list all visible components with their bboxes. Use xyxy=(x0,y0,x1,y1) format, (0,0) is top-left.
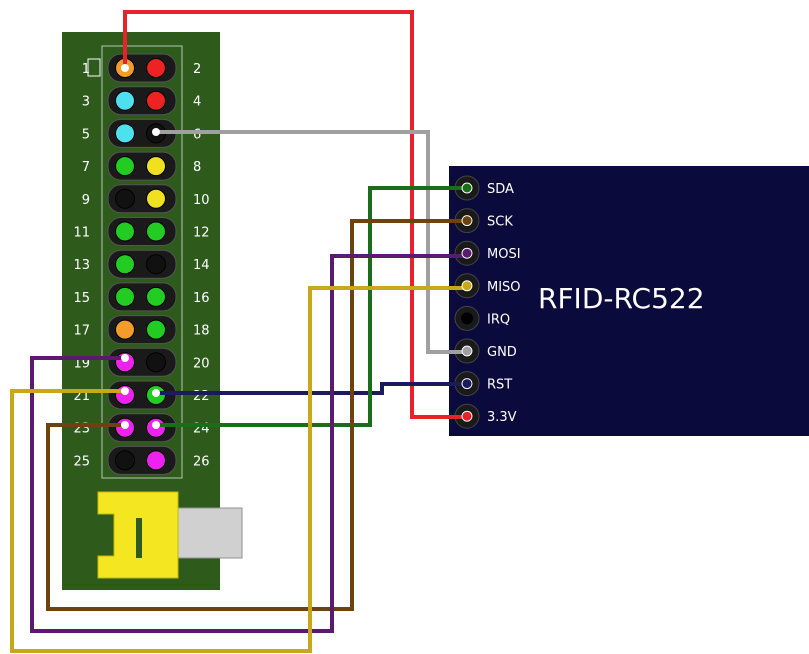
rfid-pin-hole xyxy=(461,312,473,325)
gpio-pin-17 xyxy=(115,319,135,340)
gpio-pin-number-left: 11 xyxy=(73,226,90,241)
rfid-pin-label-miso: MISO xyxy=(487,280,521,295)
wire-3v3 xyxy=(123,10,464,419)
gpio-pin-number-right: 12 xyxy=(193,226,210,241)
gpio-pin-14 xyxy=(146,254,166,275)
gpio-pin-number-left: 5 xyxy=(82,127,90,142)
gpio-pin-26 xyxy=(146,450,166,471)
gpio-pin-number-left: 13 xyxy=(73,258,90,273)
gpio-pin-16 xyxy=(146,286,166,307)
rfid-pin-label-gnd: GND xyxy=(487,345,517,360)
connector-gray-block xyxy=(175,507,243,559)
gpio-pin-3 xyxy=(115,90,135,111)
rfid-pin-label-33v: 3.3V xyxy=(487,410,517,425)
wire-sda xyxy=(156,186,464,427)
gpio-pin-12 xyxy=(146,221,166,242)
gpio-pin-number-right: 4 xyxy=(193,95,201,110)
gpio-pin-number-right: 8 xyxy=(193,160,201,175)
wire-mosi xyxy=(30,254,464,633)
pin1-marker xyxy=(87,58,101,77)
wire-sck xyxy=(46,219,464,611)
bottom-connector xyxy=(97,491,243,579)
gpio-pin-number-left: 15 xyxy=(73,291,90,306)
wire-end-dot-pi-1 xyxy=(152,128,160,136)
gpio-pin-number-right: 6 xyxy=(193,127,201,142)
wire-end-dot-rfid-7 xyxy=(461,410,473,422)
rfid-module-title: RFID-RC522 xyxy=(538,282,705,315)
wire-end-dot-rfid-2 xyxy=(461,247,473,259)
wire-end-dot-pi-3 xyxy=(152,421,160,429)
gpio-pin-9 xyxy=(115,188,135,209)
gpio-pin-10 xyxy=(146,188,166,209)
wire-end-dot-rfid-1 xyxy=(461,215,473,227)
wire-end-dot-pi-6 xyxy=(121,387,129,395)
gpio-pin-number-left: 25 xyxy=(73,454,90,469)
gpio-pin-number-right: 16 xyxy=(193,291,210,306)
wire-end-dot-rfid-3 xyxy=(461,280,473,292)
wire-end-dot-rfid-0 xyxy=(461,182,473,194)
gpio-pin-5 xyxy=(115,123,135,144)
wire-end-dot-pi-2 xyxy=(152,389,160,397)
wire-end-dot-rfid-5 xyxy=(461,345,473,357)
wires xyxy=(10,10,464,653)
wire-end-dot-pi-0 xyxy=(121,64,129,72)
gpio-pins xyxy=(107,53,177,475)
rfid-pin-label-rst: RST xyxy=(487,378,512,393)
wire-end-dot-rfid-6 xyxy=(461,378,473,390)
wire-miso xyxy=(10,286,464,653)
gpio-pin-2 xyxy=(146,58,166,78)
gpio-pin-8 xyxy=(146,156,166,177)
gpio-pin-20 xyxy=(146,352,166,373)
gpio-pin-number-left: 1 xyxy=(82,62,90,77)
wire-end-dot-pi-5 xyxy=(121,354,129,362)
rfid-pin-label-sck: SCK xyxy=(487,215,513,230)
gpio-pin-number-left: 17 xyxy=(73,324,90,339)
gpio-pin-number-left: 3 xyxy=(82,95,90,110)
wire-end-dot-pi-4 xyxy=(121,421,129,429)
wire-gnd xyxy=(156,130,464,354)
wire-end-dots xyxy=(121,64,473,429)
rfid-pin-label-sda: SDA xyxy=(487,182,514,197)
connector-slot xyxy=(136,518,142,558)
gpio-pin-number-right: 10 xyxy=(193,193,210,208)
rfid-module-pins: SDA SCK MOSI MISO IRQ GND RST 3.3V xyxy=(454,175,521,429)
gpio-pin-13 xyxy=(115,254,135,275)
gpio-pin-number-right: 26 xyxy=(193,454,210,469)
gpio-pin-18 xyxy=(146,319,166,340)
rfid-module-board xyxy=(449,166,809,436)
gpio-pin-number-left: 7 xyxy=(82,160,90,175)
gpio-pin-number-right: 18 xyxy=(193,324,210,339)
gpio-pin-11 xyxy=(115,221,135,242)
gpio-pin-number-right: 20 xyxy=(193,356,210,371)
gpio-pin-4 xyxy=(146,90,166,111)
gpio-pin-number-right: 2 xyxy=(193,62,201,77)
gpio-pin-number-right: 14 xyxy=(193,258,210,273)
header-outline xyxy=(101,45,183,479)
gpio-pin-number-left: 9 xyxy=(82,193,90,208)
rfid-pin-label-irq: IRQ xyxy=(487,312,510,327)
gpio-pin-15 xyxy=(115,286,135,307)
gpio-pin-number-left: 19 xyxy=(73,356,90,371)
wire-rst xyxy=(156,382,464,395)
gpio-pin-7 xyxy=(115,156,135,177)
gpio-pin-25 xyxy=(115,450,135,471)
rfid-pin-label-mosi: MOSI xyxy=(487,247,521,262)
